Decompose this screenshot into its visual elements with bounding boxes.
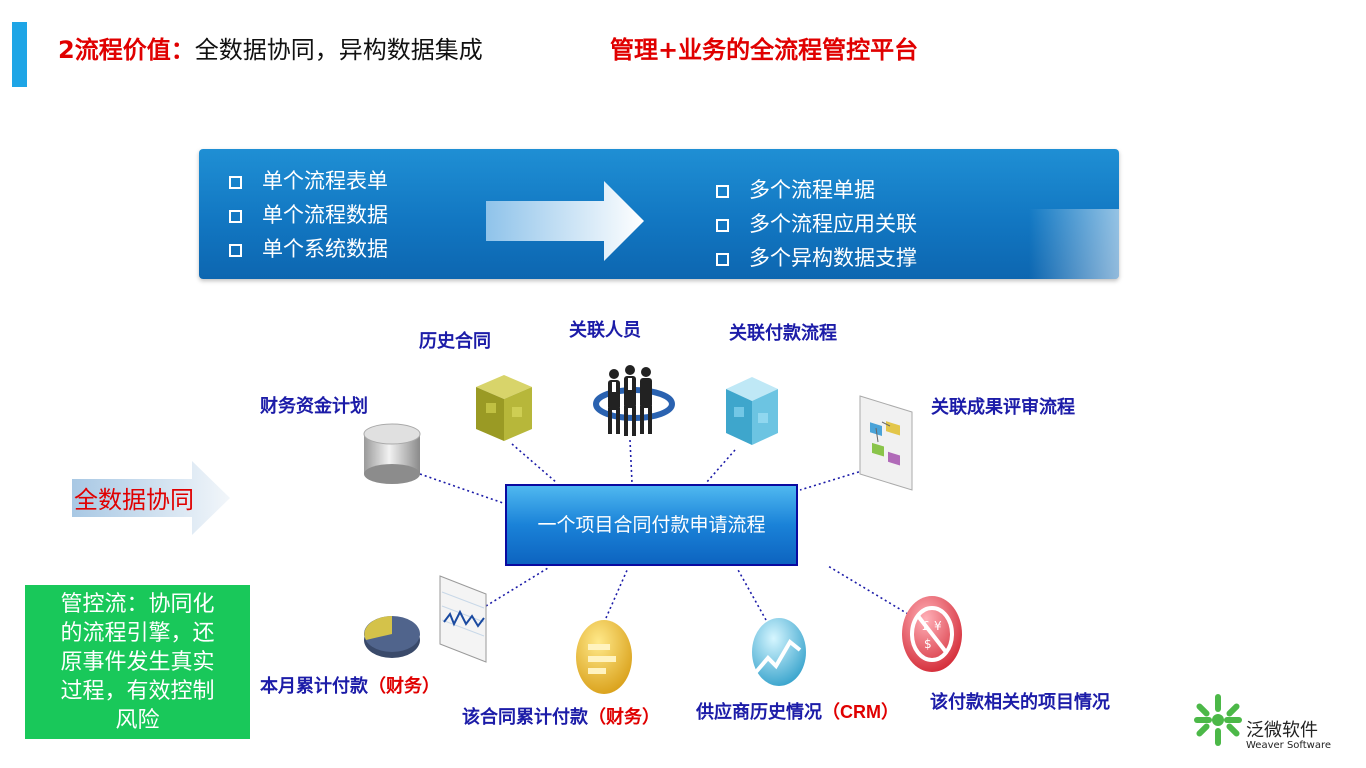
label-history-contract: 历史合同	[419, 331, 491, 352]
label-monthly-payment: 本月累计付款（财务）	[260, 676, 440, 697]
label-project-status: 该付款相关的项目情况	[930, 692, 1110, 713]
prohibited-currency-icon: £ ¥ $	[902, 596, 962, 672]
checkbox-icon	[229, 244, 242, 257]
list-item: 单个流程数据	[229, 198, 388, 232]
center-process-box: 一个项目合同付款申请流程	[505, 484, 798, 566]
full-data-label: 全数据协同	[74, 486, 194, 514]
label-related-review: 关联成果评审流程	[931, 397, 1075, 418]
logo-name: 泛微软件	[1246, 720, 1318, 741]
banner-glow	[1029, 209, 1119, 279]
label-related-people: 关联人员	[569, 320, 641, 341]
cube-icon	[476, 375, 532, 441]
logo-subtitle: Weaver Software	[1246, 740, 1332, 751]
database-icon	[363, 423, 421, 484]
multi-list: 多个流程单据 多个流程应用关联 多个异构数据支撑	[716, 173, 917, 275]
flowchart-icon	[859, 395, 913, 491]
label-contract-total: 该合同累计付款（财务）	[462, 707, 660, 728]
checkbox-icon	[716, 185, 729, 198]
control-flow-note: 管控流：协同化 的流程引擎，还 原事件发生真实 过程，有效控制 风险	[25, 585, 250, 739]
document-oval-icon	[576, 620, 632, 694]
list-item: 多个流程应用关联	[716, 207, 917, 241]
label-related-payment: 关联付款流程	[729, 323, 837, 344]
label-supplier-history: 供应商历史情况（CRM）	[696, 702, 899, 723]
checkbox-icon	[229, 176, 242, 189]
single-list: 单个流程表单 单个流程数据 单个系统数据	[229, 164, 388, 266]
blue-cube-icon	[726, 377, 778, 445]
line-chart-icon	[439, 575, 487, 663]
accent-bar	[12, 22, 27, 87]
left-arrow-icon	[72, 461, 230, 535]
growth-oval-icon	[752, 618, 806, 686]
checkbox-icon	[229, 210, 242, 223]
svg-text:£: £	[922, 619, 930, 633]
checkbox-icon	[716, 253, 729, 266]
title-main: 全数据协同，异构数据集成	[194, 36, 483, 64]
pie-chart-icon	[364, 616, 420, 658]
title-right: 管理+业务的全流程管控平台	[610, 36, 919, 64]
page-title: 2流程价值：全数据协同，异构数据集成 管理+业务的全流程管控平台	[58, 30, 918, 65]
list-item: 多个异构数据支撑	[716, 241, 917, 275]
right-arrow-icon	[486, 181, 644, 261]
svg-text:$: $	[924, 637, 932, 651]
label-finance-plan: 财务资金计划	[260, 396, 368, 417]
svg-text:¥: ¥	[934, 619, 942, 633]
list-item: 单个系统数据	[229, 232, 388, 266]
people-icon	[593, 365, 675, 436]
checkbox-icon	[716, 219, 729, 232]
comparison-banner: 单个流程表单 单个流程数据 单个系统数据 多个流程单据 多个流程应用关联 多个异…	[199, 149, 1119, 279]
list-item: 多个流程单据	[716, 173, 917, 207]
list-item: 单个流程表单	[229, 164, 388, 198]
weaver-logo-icon	[1194, 694, 1242, 746]
title-number: 2流程价值：	[58, 36, 195, 64]
